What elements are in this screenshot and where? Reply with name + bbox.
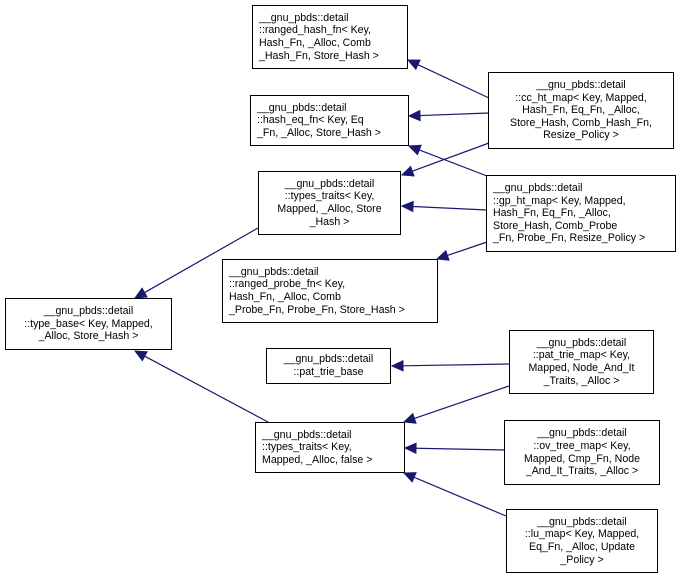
- node-label-line: __gnu_pbds::detail: [536, 79, 626, 92]
- edge-line: [419, 112, 490, 117]
- arrowhead-icon: [133, 350, 148, 362]
- node-label-line: Mapped, _Alloc, Store: [277, 203, 382, 215]
- node-label-line: Hash_Fn, _Alloc, Comb: [229, 291, 341, 303]
- edge-gp_ht_map-to-types_traits_store_hash: [400, 200, 488, 213]
- node-ranged-probe-fn[interactable]: __gnu_pbds::detail::ranged_probe_fn< Key…: [222, 259, 438, 323]
- edge-lu_map-to-types_traits_false: [402, 472, 507, 517]
- node-label-line: ::hash_eq_fn< Key, Eq: [257, 114, 364, 127]
- arrowhead-icon: [406, 59, 421, 71]
- node-pat-trie-map[interactable]: __gnu_pbds::detail::pat_trie_map< Key, M…: [509, 330, 654, 394]
- node-label-line: _Hash >: [309, 215, 350, 228]
- edge-line: [412, 142, 490, 172]
- node-label-line: __gnu_pbds::detail: [262, 428, 352, 441]
- node-label-line: _Fn, _Alloc, Store_Hash >: [257, 126, 381, 139]
- arrowhead-icon: [400, 200, 414, 213]
- node-label-line: ::type_base< Key, Mapped,: [24, 317, 153, 330]
- edge-pat_trie_map-to-pat_trie_base: [390, 360, 510, 372]
- node-label-line: Mapped, _Alloc, false >: [262, 453, 373, 466]
- edge-pat_trie_map-to-types_traits_false: [402, 385, 510, 424]
- node-label-line: _Probe_Fn, Probe_Fn, Store_Hash >: [229, 303, 405, 316]
- edge-line: [419, 149, 488, 177]
- edge-line: [414, 385, 510, 420]
- edge-cc_ht_map-to-types_traits_store_hash: [400, 142, 490, 177]
- node-gp-ht-map[interactable]: __gnu_pbds::detail::gp_ht_map< Key, Mapp…: [486, 175, 676, 252]
- edge-line: [415, 447, 506, 451]
- node-label-line: __gnu_pbds::detail: [537, 515, 627, 528]
- node-label-line: Store_Hash, Comb_Hash_Fn,: [510, 116, 652, 129]
- node-label-line: Resize_Policy >: [543, 129, 619, 142]
- node-types-traits-false[interactable]: __gnu_pbds::detail::types_traits< Key, M…: [255, 422, 405, 473]
- node-label-line: Store_Hash, Comb_Probe: [493, 219, 618, 232]
- node-label-line: ::pat_trie_map< Key,: [532, 349, 631, 362]
- arrowhead-icon: [407, 144, 422, 156]
- edge-types_traits_store_hash-to-type_base: [133, 227, 259, 299]
- arrowhead-icon: [400, 165, 415, 177]
- edge-line: [402, 363, 510, 367]
- arrowhead-icon: [133, 287, 148, 299]
- node-label-line: ::ov_tree_map< Key,: [533, 439, 631, 452]
- node-label-line: _Fn, Probe_Fn, Resize_Policy >: [493, 232, 646, 245]
- node-label-line: ::ranged_hash_fn< Key,: [259, 24, 372, 37]
- node-label-line: _Policy >: [560, 553, 604, 566]
- node-label-line: ::cc_ht_map< Key, Mapped,: [515, 91, 647, 104]
- arrowhead-icon: [435, 249, 450, 261]
- node-label-line: __gnu_pbds::detail: [493, 182, 583, 195]
- node-label-line: Hash_Fn, Eq_Fn, _Alloc,: [522, 104, 640, 117]
- node-label-line: __gnu_pbds::detail: [257, 101, 347, 114]
- edge-gp_ht_map-to-ranged_probe_fn: [435, 241, 488, 261]
- edge-ov_tree_map-to-types_traits_false: [403, 442, 506, 455]
- edge-cc_ht_map-to-ranged_hash_fn: [406, 59, 490, 99]
- edge-cc_ht_map-to-hash_eq_fn: [407, 109, 490, 122]
- edge-line: [144, 355, 269, 423]
- node-hash-eq-fn[interactable]: __gnu_pbds::detail::hash_eq_fn< Key, Eq_…: [250, 95, 409, 146]
- node-label-line: __gnu_pbds::detail: [259, 11, 349, 24]
- node-lu-map[interactable]: __gnu_pbds::detail::lu_map< Key, Mapped,…: [506, 509, 658, 573]
- arrowhead-icon: [390, 360, 404, 372]
- node-label-line: __gnu_pbds::detail: [284, 177, 375, 190]
- edge-line: [413, 476, 507, 517]
- arrowhead-icon: [402, 472, 417, 483]
- node-label-line: _Hash_Fn, Store_Hash >: [259, 49, 379, 62]
- node-label-line: ::lu_map< Key, Mapped,: [524, 528, 640, 541]
- arrowhead-icon: [403, 442, 417, 455]
- node-label-line: Eq_Fn, _Alloc, Update: [529, 541, 635, 553]
- edge-line: [144, 227, 259, 294]
- edge-line: [417, 64, 490, 99]
- node-label-line: ::types_traits< Key,: [262, 441, 352, 454]
- node-pat-trie-base[interactable]: __gnu_pbds::detail::pat_trie_base: [266, 348, 391, 384]
- node-label-line: ::types_traits< Key,: [284, 190, 375, 203]
- node-label-line: ::ranged_probe_fn< Key,: [229, 278, 346, 291]
- node-label-line: __gnu_pbds::detail: [43, 305, 134, 318]
- node-cc-ht-map[interactable]: __gnu_pbds::detail::cc_ht_map< Key, Mapp…: [488, 72, 674, 149]
- node-label-line: Mapped, Node_And_It: [528, 362, 635, 374]
- node-label-line: _Traits, _Alloc >: [543, 374, 620, 387]
- node-ranged-hash-fn[interactable]: __gnu_pbds::detail::ranged_hash_fn< Key,…: [252, 5, 408, 69]
- edge-gp_ht_map-to-hash_eq_fn: [407, 144, 488, 177]
- edge-line: [447, 241, 488, 257]
- node-label-line: ::pat_trie_base: [293, 366, 364, 378]
- node-label-line: Hash_Fn, _Alloc, Comb: [259, 37, 371, 49]
- node-label-line: _Alloc, Store_Hash >: [38, 330, 139, 343]
- edge-types_traits_false-to-type_base: [133, 350, 269, 423]
- node-label-line: __gnu_pbds::detail: [537, 427, 627, 440]
- node-label-line: Mapped, Cmp_Fn, Node: [523, 452, 640, 465]
- node-ov-tree-map[interactable]: __gnu_pbds::detail::ov_tree_map< Key, Ma…: [504, 420, 660, 485]
- node-label-line: _And_It_Traits, _Alloc >: [525, 465, 639, 478]
- node-label-line: ::gp_ht_map< Key, Mapped,: [493, 194, 626, 207]
- arrowhead-icon: [402, 412, 417, 424]
- edge-line: [412, 205, 488, 211]
- arrowhead-icon: [407, 109, 421, 122]
- node-label-line: __gnu_pbds::detail: [283, 353, 374, 366]
- node-label-line: Hash_Fn, Eq_Fn, _Alloc,: [493, 207, 611, 220]
- node-label-line: __gnu_pbds::detail: [536, 336, 627, 349]
- node-types-traits-store-hash[interactable]: __gnu_pbds::detail::types_traits< Key, M…: [258, 171, 401, 235]
- node-type-base[interactable]: __gnu_pbds::detail::type_base< Key, Mapp…: [5, 298, 172, 350]
- node-label-line: __gnu_pbds::detail: [229, 265, 319, 278]
